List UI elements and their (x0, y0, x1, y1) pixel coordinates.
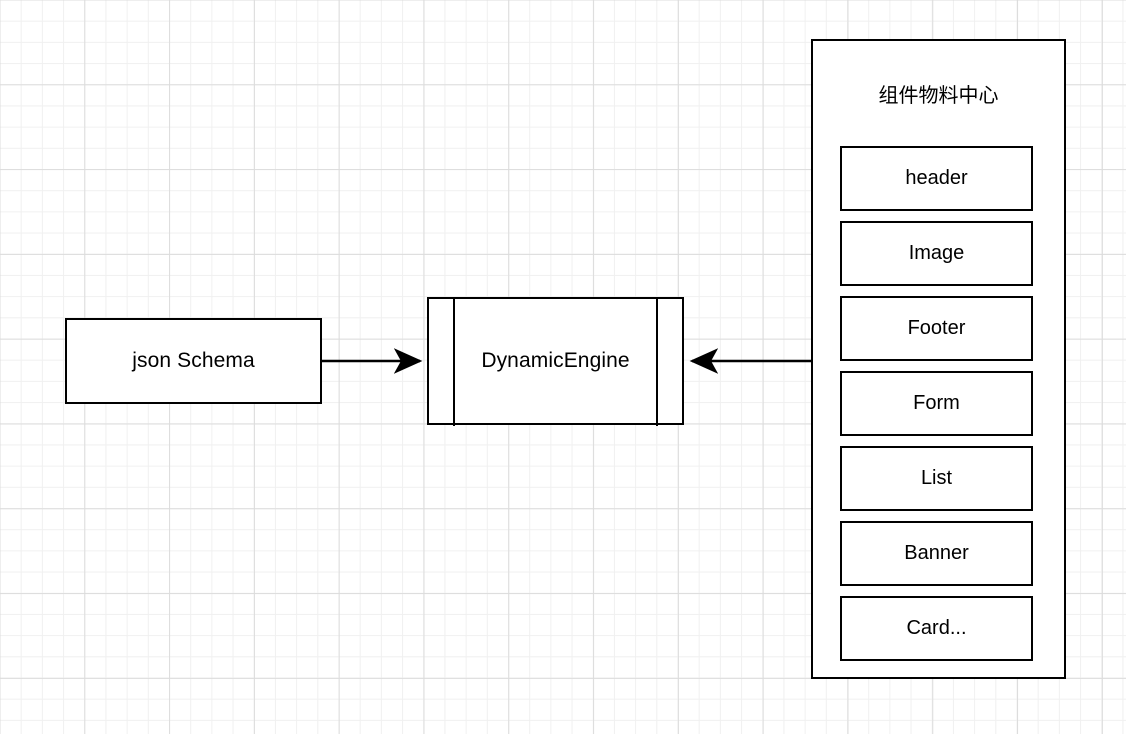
material-item-banner[interactable]: Banner (840, 521, 1033, 586)
material-item-label: Banner (904, 542, 969, 564)
material-item-footer[interactable]: Footer (840, 296, 1033, 361)
panel-material-center[interactable]: 组件物料中心 header Image Footer Form List Ban… (811, 39, 1066, 679)
material-item-card[interactable]: Card... (840, 596, 1033, 661)
material-item-form[interactable]: Form (840, 371, 1033, 436)
process-divider-right (656, 296, 658, 426)
material-item-label: Footer (907, 317, 966, 339)
process-divider-left (453, 296, 455, 426)
material-item-label: header (905, 167, 968, 189)
material-item-label: List (920, 467, 953, 489)
material-item-label: Image (908, 242, 965, 264)
material-item-list: header Image Footer Form List Banner Car… (840, 146, 1033, 671)
material-item-header[interactable]: header (840, 146, 1033, 211)
node-json-schema[interactable]: json Schema (65, 318, 322, 404)
material-item-label: Card... (906, 617, 967, 639)
material-item-list[interactable]: List (840, 446, 1033, 511)
material-item-image[interactable]: Image (840, 221, 1033, 286)
node-dynamic-engine[interactable]: DynamicEngine (427, 296, 684, 426)
panel-material-center-title: 组件物料中心 (878, 84, 999, 107)
material-item-label: Form (913, 392, 960, 414)
node-json-schema-label: json Schema (132, 349, 255, 373)
node-dynamic-engine-label: DynamicEngine (481, 349, 630, 373)
